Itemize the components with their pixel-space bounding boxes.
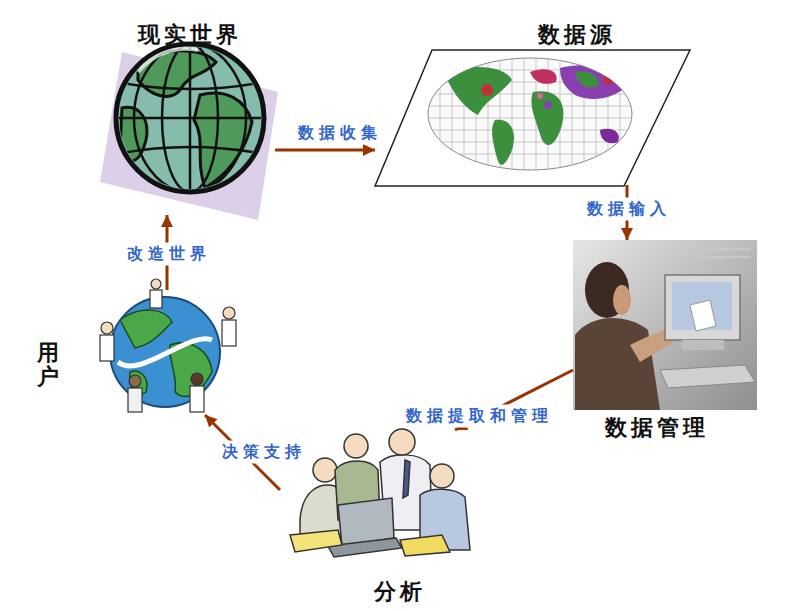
image-node: 用户 bbox=[35, 290, 245, 415]
flow-label: 数据输入 bbox=[583, 198, 672, 221]
node-title: 数据管理 bbox=[605, 413, 709, 443]
world-globe bbox=[100, 44, 278, 220]
image-node: 数据管理 bbox=[573, 240, 757, 447]
user-globe bbox=[100, 279, 236, 412]
flow-label: 决策支持 bbox=[218, 441, 307, 464]
image-node: 分析 bbox=[280, 430, 490, 611]
flow-label: 改造世界 bbox=[123, 243, 212, 266]
flow-label: 数据提取和管理 bbox=[402, 405, 554, 428]
image-node: 数据源 bbox=[375, 15, 690, 185]
node-title: 数据源 bbox=[538, 20, 616, 50]
node-title: 用户 bbox=[37, 341, 59, 389]
operator-photo bbox=[573, 240, 757, 410]
node-title: 现实世界 bbox=[138, 20, 242, 50]
node-title: 分析 bbox=[374, 577, 426, 607]
world-map bbox=[375, 50, 690, 186]
analysts bbox=[290, 429, 470, 557]
flow-arrow bbox=[275, 149, 375, 152]
flow-label: 数据收集 bbox=[294, 122, 383, 145]
image-node: 现实世界 bbox=[105, 12, 275, 215]
